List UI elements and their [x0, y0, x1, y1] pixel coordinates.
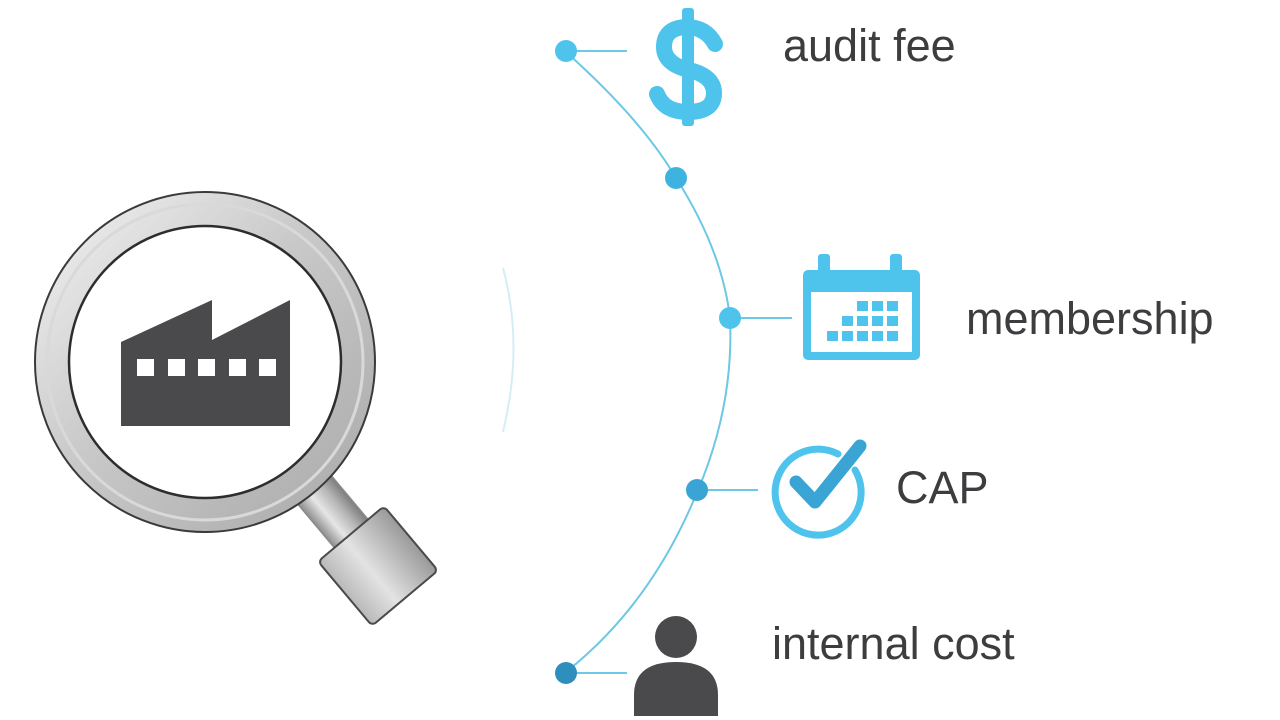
label-audit-fee: audit fee: [783, 20, 956, 71]
magnifier-factory-icon: [34, 191, 437, 625]
ghost-arc: [502, 267, 515, 433]
label-internal-cost: internal cost: [772, 618, 1015, 669]
timeline-node: [719, 307, 741, 329]
timeline-node: [555, 40, 577, 62]
timeline-node: [686, 479, 708, 501]
factory-icon: [121, 300, 290, 426]
timeline-node: [665, 167, 687, 189]
label-membership: membership: [966, 293, 1214, 344]
label-cap: CAP: [896, 462, 989, 513]
person-icon: [634, 616, 718, 716]
timeline-curve: [565, 51, 732, 673]
dollar-icon: [649, 8, 723, 126]
timeline-node: [555, 662, 577, 684]
checkmark-circle-icon: [771, 439, 867, 539]
calendar-icon: [803, 254, 920, 360]
